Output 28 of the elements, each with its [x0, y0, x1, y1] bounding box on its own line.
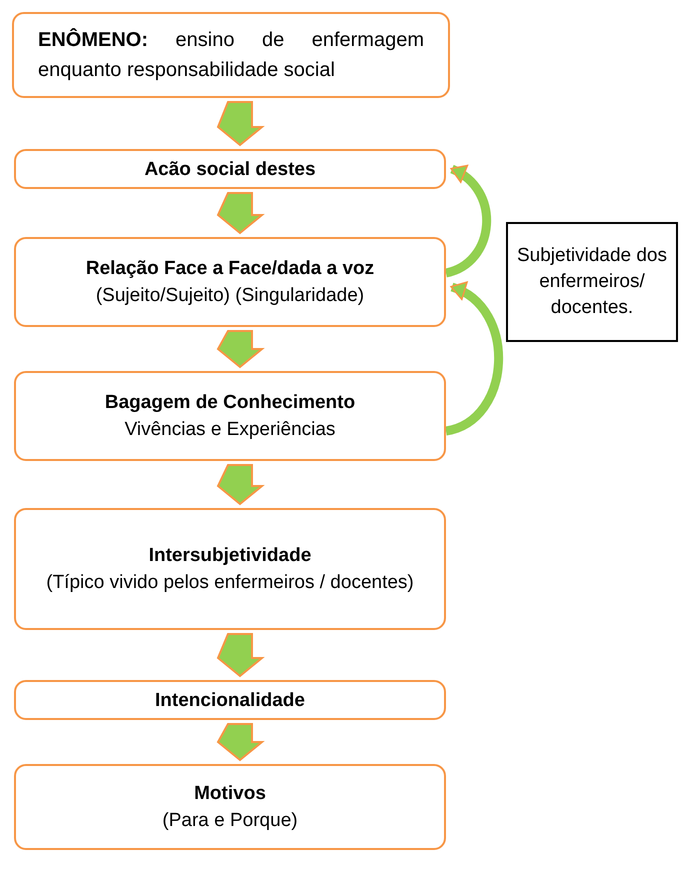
box-heading: Relação Face a Face/dada a voz	[86, 257, 374, 281]
down-arrow	[216, 192, 265, 234]
curved-arrow	[444, 282, 503, 436]
curved-arrow	[444, 165, 491, 278]
process-box	[14, 508, 446, 630]
process-box	[14, 237, 446, 327]
down-arrow	[216, 633, 265, 678]
down-arrow	[216, 330, 265, 368]
box-heading: Motivos	[194, 782, 266, 806]
process-box	[14, 371, 446, 461]
process-box	[14, 764, 446, 850]
box-heading: Acão social destes	[144, 158, 316, 182]
box-heading: ENÔMENO: ensino de enfermagem enquanto responsabilidade social	[38, 27, 424, 83]
box-heading: Intencionalidade	[155, 688, 305, 712]
box-subtext: Vivências e Experiências	[124, 418, 336, 442]
down-arrow	[216, 101, 265, 146]
note-text: Subjetividade dos enfermeiros/ docentes.	[516, 244, 668, 320]
down-arrow	[216, 723, 265, 762]
process-box	[14, 149, 446, 189]
box-heading: Bagagem de Conhecimento	[104, 391, 356, 415]
box-subtext: (Sujeito/Sujeito) (Singularidade)	[96, 284, 364, 308]
note-box	[506, 222, 678, 342]
process-box	[12, 12, 450, 98]
down-arrow	[216, 464, 265, 506]
box-heading: Intersubjetividade	[148, 544, 312, 568]
box-subtext: (Para e Porque)	[162, 809, 298, 833]
process-box	[14, 680, 446, 720]
box-subtext: (Típico vivido pelos enfermeiros / docentes)	[46, 571, 414, 595]
